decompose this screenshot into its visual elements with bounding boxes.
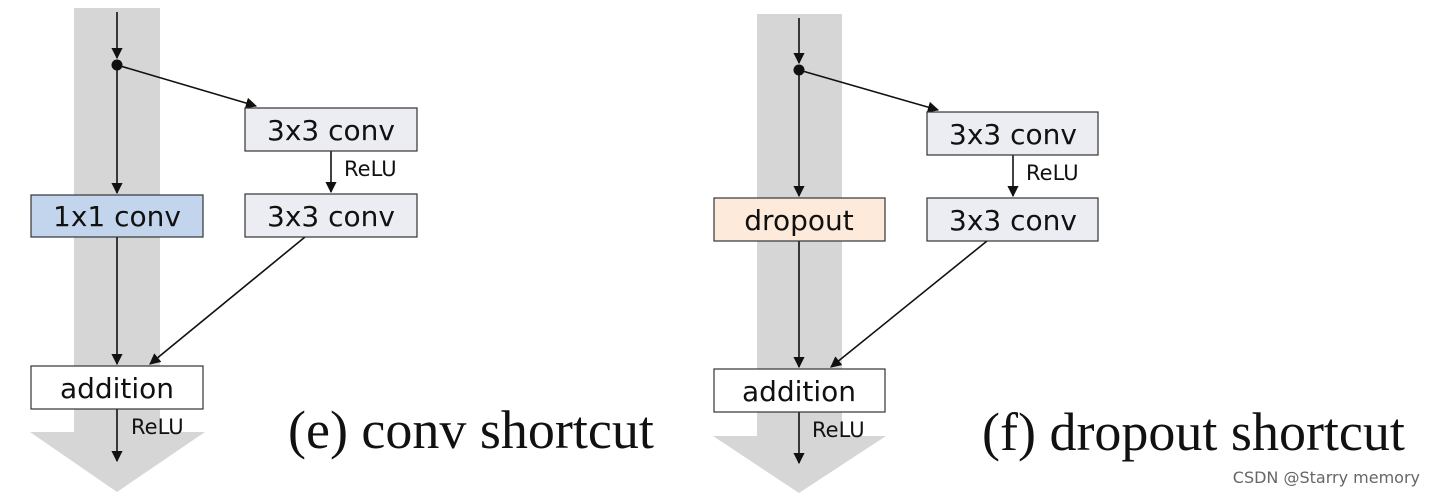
panel-e: 3x3 conv ReLU 3x3 conv 1x1 conv addition… (30, 8, 654, 492)
caption-f: (f) dropout shortcut (982, 402, 1405, 462)
branch-arrow (116, 64, 258, 109)
conv-a-label: 3x3 conv (267, 114, 395, 147)
shortcut-conv-box (30, 194, 204, 238)
addition-box (713, 368, 886, 413)
dropout-box (713, 197, 886, 242)
relu-out-label: ReLU (131, 415, 184, 439)
conv-b-label: 3x3 conv (267, 200, 395, 233)
conv-b-label: 3x3 conv (949, 204, 1077, 237)
addition-label: addition (60, 372, 174, 405)
relu-out-label: ReLU (812, 418, 865, 442)
residual-to-add-arrow (830, 240, 988, 368)
addition-box (30, 365, 204, 410)
residual-to-add-arrow (149, 236, 306, 365)
conv-a-box (244, 107, 418, 152)
relu-mid-label: ReLU (1026, 161, 1079, 185)
shortcut-conv-label: 1x1 conv (53, 200, 181, 233)
watermark: CSDN @Starry memory (1233, 468, 1420, 487)
caption-e: (e) conv shortcut (288, 400, 654, 460)
conv-a-label: 3x3 conv (949, 118, 1077, 151)
dropout-label: dropout (744, 204, 853, 237)
branch-arrow (798, 69, 940, 113)
relu-mid-label: ReLU (344, 157, 397, 181)
conv-b-box (244, 193, 418, 238)
panel-f: 3x3 conv ReLU 3x3 conv dropout addition … (713, 14, 1405, 493)
addition-label: addition (742, 375, 856, 408)
conv-a-box (926, 111, 1099, 156)
conv-b-box (926, 197, 1099, 242)
